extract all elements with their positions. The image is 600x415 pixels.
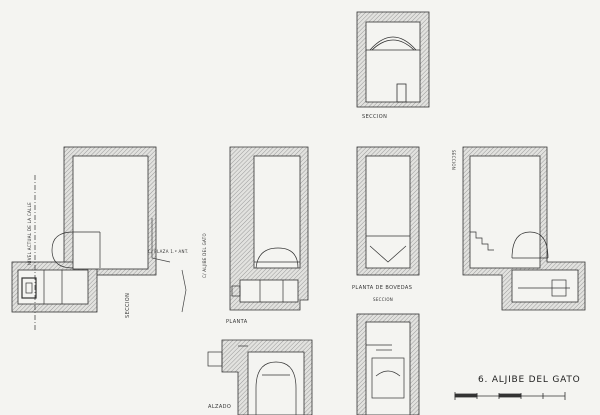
label-seccion-mid: SECCION <box>373 297 394 302</box>
section-top-vault <box>366 36 420 103</box>
section-bottom <box>356 313 420 415</box>
street-lines <box>151 218 187 313</box>
label-alzado: ALZADO <box>208 404 232 410</box>
plan-middle-details <box>231 247 300 302</box>
label-street-plaza: C/ PLAZA 1.º ANT. <box>148 249 189 254</box>
label-street-aljibe: C/ ALJIBE DEL GATO <box>202 233 207 278</box>
vault-plan <box>356 146 420 276</box>
plan-left-details <box>21 175 101 330</box>
scale-bar <box>454 392 566 400</box>
elevation-details <box>207 345 297 415</box>
drawing-title: 6. ALJIBE DEL GATO <box>478 375 581 385</box>
label-planta: PLANTA <box>226 319 248 325</box>
label-seccion-top: SECCION <box>362 114 388 120</box>
label-street-level: NIVEL ACTUAL DE LA CALLE <box>27 202 32 265</box>
section-top <box>356 11 430 108</box>
label-seccion-right: SECCION <box>451 150 456 171</box>
label-planta-bovedas: PLANTA DE BOVEDAS <box>352 285 413 291</box>
section-right-details <box>470 231 570 297</box>
label-seccion-left: SECCION <box>125 292 131 318</box>
